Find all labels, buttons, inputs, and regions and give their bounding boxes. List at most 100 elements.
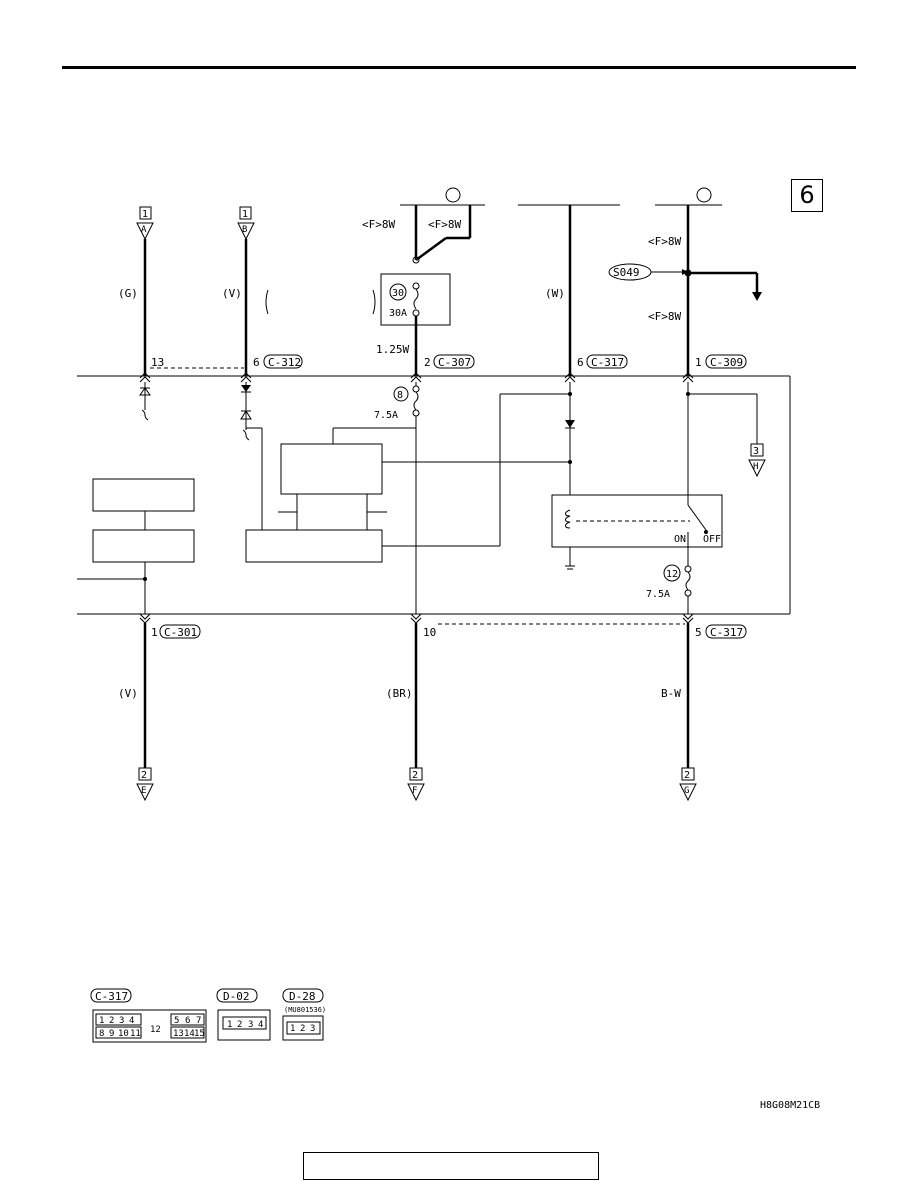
pin-13: 13 — [151, 356, 164, 369]
fuse-30-element — [413, 288, 419, 310]
svg-text:<F>8W: <F>8W — [648, 310, 681, 323]
svg-text:C-309: C-309 — [710, 356, 743, 369]
svg-text:1: 1 — [695, 356, 702, 369]
svg-text:4: 4 — [129, 1016, 134, 1026]
svg-text:ON: ON — [674, 534, 686, 545]
ref-top-b: 1 B — [237, 206, 255, 241]
label-g: (G) — [118, 287, 138, 300]
svg-text:8: 8 — [99, 1029, 104, 1039]
ref-right-h: 3 H — [748, 443, 766, 478]
module-box-1 — [280, 443, 383, 495]
ref-bottom-e: 2 E — [136, 767, 154, 802]
svg-text:F: F — [412, 786, 417, 796]
svg-text:C-317: C-317 — [591, 356, 624, 369]
svg-text:7.5A: 7.5A — [646, 589, 670, 600]
svg-text:4: 4 — [258, 1020, 263, 1030]
fuse-30-circle — [389, 283, 407, 301]
svg-text:C-312: C-312 — [268, 356, 301, 369]
svg-text:10: 10 — [423, 626, 436, 639]
svg-text:H: H — [753, 462, 758, 472]
svg-text:2: 2 — [141, 770, 147, 781]
svg-text:1: 1 — [227, 1020, 232, 1030]
svg-text:13: 13 — [173, 1029, 184, 1039]
label-f8w-1: <F>8W — [362, 218, 395, 231]
svg-text:(MU801536): (MU801536) — [284, 1006, 326, 1014]
label-f8w-2: <F>8W — [428, 218, 461, 231]
svg-text:30: 30 — [392, 288, 404, 299]
svg-text:OFF: OFF — [703, 534, 721, 545]
svg-text:1.25W: 1.25W — [376, 343, 409, 356]
header-rule — [62, 66, 856, 69]
svg-text:B: B — [242, 225, 247, 235]
svg-text:12: 12 — [666, 569, 678, 580]
page-ref-box: 6 — [791, 179, 823, 212]
svg-text:C-317: C-317 — [95, 990, 128, 1003]
module-box-2 — [92, 478, 195, 512]
svg-text:2: 2 — [109, 1016, 114, 1026]
splice-s049: S049 — [608, 263, 688, 281]
svg-text:2: 2 — [237, 1020, 242, 1030]
connector-c317a-label: C-317 — [586, 354, 628, 369]
paren-left — [265, 289, 269, 315]
svg-text:S049: S049 — [613, 266, 640, 279]
svg-text:3: 3 — [753, 446, 759, 457]
connector-c317b-label: C-317 — [705, 624, 747, 639]
svg-text:1: 1 — [242, 209, 248, 220]
svg-text:D-02: D-02 — [223, 990, 250, 1003]
svg-text:5: 5 — [174, 1016, 179, 1026]
connector-c301-label: C-301 — [159, 624, 201, 639]
footer-box — [303, 1152, 599, 1180]
svg-text:3: 3 — [248, 1020, 253, 1030]
svg-text:5: 5 — [695, 626, 702, 639]
connector-c312-label: C-312 — [263, 354, 303, 369]
svg-text:6: 6 — [577, 356, 584, 369]
svg-text:3: 3 — [119, 1016, 124, 1026]
document-code: H8G08M21CB — [760, 1100, 821, 1111]
svg-text:D-28: D-28 — [289, 990, 316, 1003]
svg-text:8: 8 — [397, 390, 403, 401]
svg-text:2: 2 — [684, 770, 690, 781]
svg-text:1: 1 — [290, 1024, 295, 1034]
bus-left-circle — [445, 187, 461, 203]
connector-c309-label: C-309 — [705, 354, 747, 369]
svg-text:11: 11 — [130, 1029, 141, 1039]
svg-text:A: A — [141, 225, 147, 235]
svg-text:1: 1 — [99, 1016, 104, 1026]
wire-f8w-diag — [415, 236, 447, 262]
svg-text:B-W: B-W — [661, 687, 681, 700]
svg-text:C-301: C-301 — [164, 626, 197, 639]
svg-text:C-307: C-307 — [438, 356, 471, 369]
svg-text:(W): (W) — [545, 287, 565, 300]
svg-text:<F>8W: <F>8W — [648, 235, 681, 248]
paren-right — [372, 289, 376, 315]
ref-bottom-f: 2 F — [407, 767, 425, 802]
connector-view-d28: D-28 (MU801536) 1 2 3 — [282, 988, 326, 1041]
svg-text:E: E — [141, 786, 146, 796]
module-box-3 — [92, 529, 195, 563]
svg-text:1: 1 — [142, 209, 148, 220]
bus-right-circle — [696, 187, 712, 203]
svg-text:2: 2 — [424, 356, 431, 369]
svg-text:30A: 30A — [389, 308, 407, 319]
svg-text:10: 10 — [118, 1029, 129, 1039]
svg-text:3: 3 — [310, 1024, 315, 1034]
svg-text:7.5A: 7.5A — [374, 410, 398, 421]
pin-6: 6 — [253, 356, 260, 369]
svg-text:12: 12 — [150, 1025, 161, 1035]
svg-text:2: 2 — [412, 770, 418, 781]
module-box-4 — [245, 529, 383, 563]
ref-top-a: 1 A — [136, 206, 154, 241]
label-v: (V) — [222, 287, 242, 300]
ref-bottom-g: 2 G — [679, 767, 697, 802]
svg-text:(BR): (BR) — [386, 687, 413, 700]
connector-view-d02: D-02 1 2 3 4 — [216, 988, 271, 1041]
svg-text:7: 7 — [196, 1016, 201, 1026]
svg-text:(V): (V) — [118, 687, 138, 700]
svg-text:2: 2 — [300, 1024, 305, 1034]
svg-text:G: G — [684, 786, 689, 796]
svg-text:14: 14 — [184, 1029, 195, 1039]
svg-text:1: 1 — [151, 626, 158, 639]
connector-c307-label: C-307 — [433, 354, 475, 369]
svg-text:15: 15 — [194, 1029, 205, 1039]
